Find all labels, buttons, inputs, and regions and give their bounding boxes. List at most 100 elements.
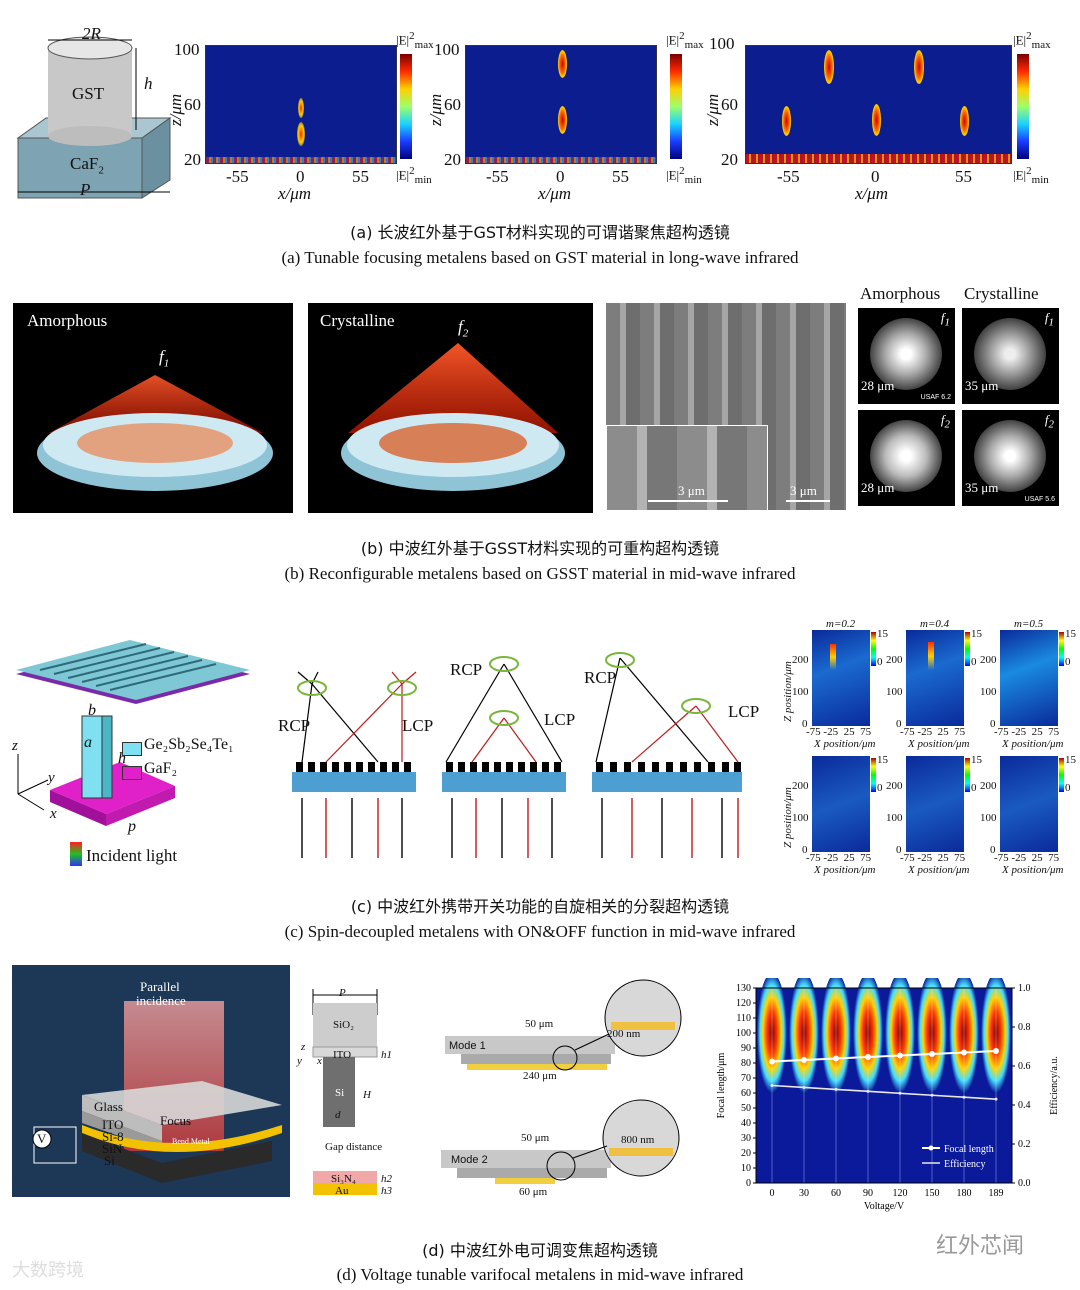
x-tick: -55: [777, 167, 800, 187]
y-axis-label: z/μm: [426, 94, 446, 126]
cross-section: P SiO₂ ITO h1 Si H d Gap distance Si₃N₄ …: [295, 985, 425, 1200]
focus-modes: Mode 1 50 μm 240 μm 200 nm Mode 2 50 μm …: [435, 978, 697, 1203]
y-tick-label: 120: [736, 998, 751, 1009]
image-amorphous-f1: f1 28 μm USAF 6.2: [858, 308, 955, 404]
y-tick-label: 90: [741, 1043, 751, 1054]
period-label: P: [80, 180, 90, 200]
focal-length-point: [833, 1056, 839, 1062]
caption-d-cn: (d) 中波红外电可调变焦超构透镜: [0, 1240, 1080, 1262]
x-tick: -55: [226, 167, 249, 187]
intensity-maps: m=0.2 m=0.4 m=0.5 15 15 15 15 15 15 0 0 …: [778, 618, 1078, 880]
gst-pillar-label: GST: [72, 84, 104, 104]
map-title: m=0.5: [1014, 618, 1043, 630]
image-amorphous-f2: f2 28 μm: [858, 410, 955, 506]
y-tick: 60: [184, 95, 201, 115]
legend-gsst: Ge₂Sb₂Se₄Te₁: [144, 736, 234, 754]
caption-c-cn: (c) 中波红外携带开关功能的自旋相关的分裂超构透镜: [0, 896, 1080, 918]
legend-efficiency: Efficiency: [944, 1159, 985, 1170]
x-tick: 55: [955, 167, 972, 187]
efficiency-point: [803, 1086, 806, 1089]
field-map-3: 100 60 20 z/μm -55 0 55 x/μm |E|2max |E|…: [705, 30, 1065, 205]
y2-tick-label: 0.4: [1018, 1100, 1031, 1111]
y-tick: 20: [444, 150, 461, 170]
y-tick: 60: [444, 95, 461, 115]
x-tick: 55: [612, 167, 629, 187]
lens-illustration: [308, 303, 593, 513]
map-colorbar: [871, 632, 876, 666]
axis-y: y: [48, 770, 55, 787]
modes-drawing: [435, 978, 697, 1203]
x-tick-label: 180: [957, 1188, 972, 1199]
focal-length-point: [801, 1057, 807, 1063]
y-tick: 100: [709, 34, 735, 54]
scale-bar: [648, 500, 728, 502]
colorbar: [670, 54, 682, 159]
legend-marker-focal: [929, 1146, 934, 1151]
y-tick-label: 50: [741, 1103, 751, 1114]
x-axis-label: x/μm: [538, 184, 571, 204]
intensity-map: [906, 756, 964, 852]
scale-bar: [786, 500, 830, 502]
sem-inset-scale: 3 μm: [678, 483, 705, 499]
y2-tick-label: 0.0: [1018, 1178, 1031, 1189]
crystalline-label: Crystalline: [320, 311, 395, 331]
focal-length-point: [929, 1051, 935, 1057]
colorbar-min: |E|2min: [1013, 165, 1049, 186]
varifocal-device-render: Parallel incidence Glass ITO Si-8 SiN Si…: [12, 965, 290, 1197]
y-tick: 100: [434, 40, 460, 60]
y-tick: 100: [174, 40, 200, 60]
caption-c-en: (c) Spin-decoupled metalens with ON&OFF …: [0, 921, 1080, 943]
axis-x: x: [50, 806, 57, 823]
intensity-map: [1000, 756, 1058, 852]
map-colorbar: [1059, 758, 1064, 792]
y-tick-label: 40: [741, 1118, 751, 1129]
caption-d-en: (d) Voltage tunable varifocal metalens i…: [0, 1264, 1080, 1286]
ray-diagrams: RCP LCP RCP LCP RCP LCP: [282, 628, 772, 868]
legend-swatch-gsst: [122, 742, 142, 756]
colorbar-max: |E|2max: [666, 30, 704, 51]
x-tick-label: 30: [799, 1188, 809, 1199]
y-tick: 20: [184, 150, 201, 170]
y-tick-label: 60: [741, 1088, 751, 1099]
map-colorbar: [871, 758, 876, 792]
height-label: h: [144, 74, 153, 94]
y-tick: 60: [721, 95, 738, 115]
heatmap-plot: [745, 45, 1012, 164]
unit-p: p: [128, 818, 136, 836]
ray-diagram-drawing: [282, 628, 772, 868]
legend-gaf2: GaF₂: [144, 760, 177, 778]
y-axis-label: z/μm: [166, 94, 186, 126]
x-tick: -55: [486, 167, 509, 187]
y2-tick-label: 0.2: [1018, 1139, 1031, 1150]
caption-b-en: (b) Reconfigurable metalens based on GSS…: [0, 563, 1080, 585]
image-crystalline-f2: f2 35 μm USAF 5.6: [962, 410, 1059, 506]
y-tick-label: 130: [736, 983, 751, 994]
lcp-label: LCP: [402, 716, 433, 736]
focal-length-point: [769, 1059, 775, 1065]
watermark-left: 大数跨境: [12, 1256, 84, 1282]
lcp-label: LCP: [544, 710, 575, 730]
efficiency-point: [963, 1096, 966, 1099]
x-tick-label: 0: [770, 1188, 775, 1199]
y-tick-label: 20: [741, 1148, 751, 1159]
y-tick-label: 70: [741, 1073, 751, 1084]
x-axis-label: Voltage/V: [864, 1201, 905, 1212]
efficiency-point: [867, 1090, 870, 1093]
x-tick-label: 60: [831, 1188, 841, 1199]
map-title: m=0.2: [826, 618, 855, 630]
lens-illustration: [13, 303, 293, 513]
grid-col-crystalline: Crystalline: [964, 284, 1039, 304]
y2-tick-label: 0.6: [1018, 1061, 1031, 1072]
intensity-map: [812, 630, 870, 726]
amorphous-label: Amorphous: [27, 311, 107, 331]
lcp-label: LCP: [728, 702, 759, 722]
x-axis-label: x/μm: [855, 184, 888, 204]
x-tick-label: 90: [863, 1188, 873, 1199]
efficiency-point: [995, 1098, 998, 1101]
colorbar: [1017, 54, 1029, 159]
efficiency-point: [771, 1084, 774, 1087]
intensity-map: [1000, 630, 1058, 726]
x-axis-label: x/μm: [278, 184, 311, 204]
y-tick-label: 100: [736, 1028, 751, 1039]
efficiency-point: [931, 1094, 934, 1097]
